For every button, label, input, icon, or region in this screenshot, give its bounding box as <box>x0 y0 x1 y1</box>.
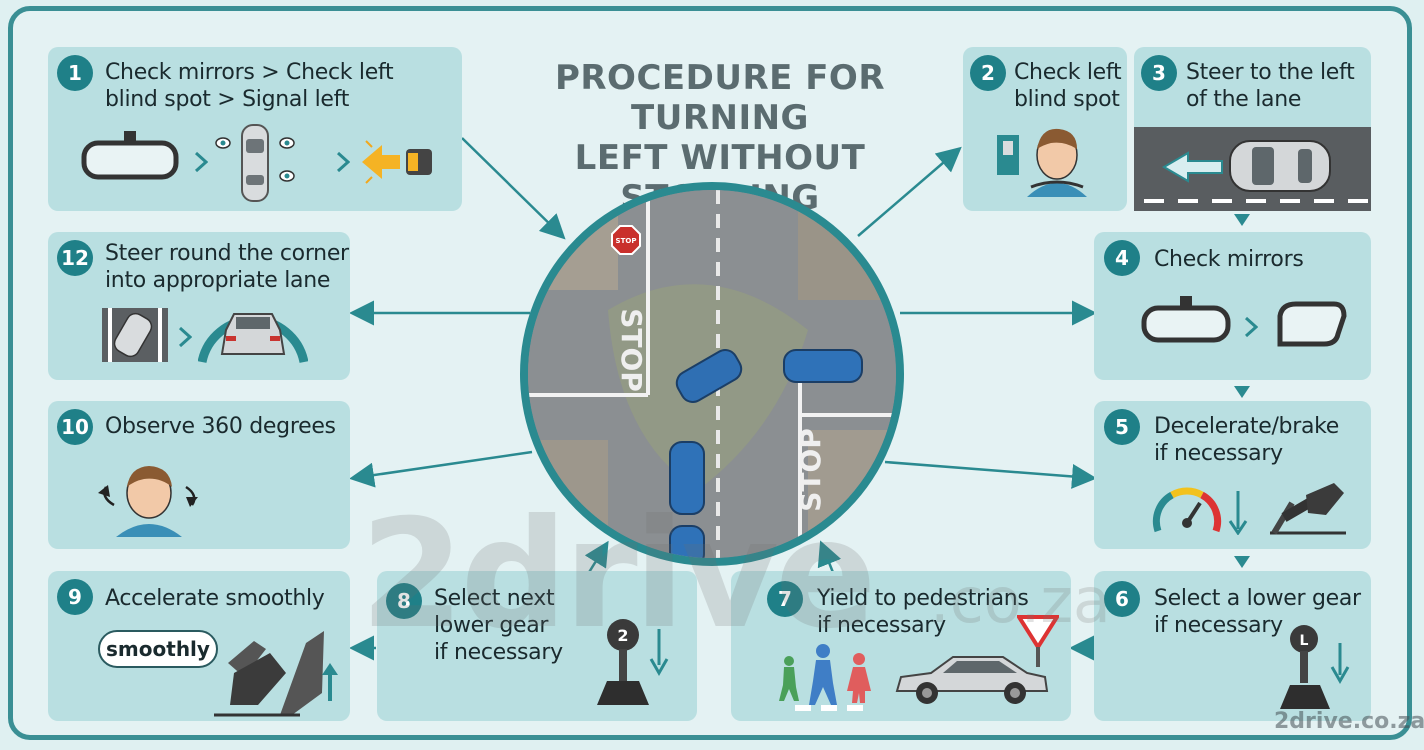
step-4-card: 4 Check mirrors <box>1094 232 1371 380</box>
speedometer-icon <box>1152 487 1222 533</box>
blue-car-queue-2 <box>669 525 705 558</box>
step-5-number: 5 <box>1104 409 1140 445</box>
step-5-line-2: if necessary <box>1154 441 1283 466</box>
step-3-card: 3 Steer to the left of the lane <box>1134 47 1371 211</box>
step-4-label: Check mirrors <box>1154 246 1304 273</box>
step-7-line-2: if necessary <box>817 613 946 638</box>
yield-sign-icon <box>1017 615 1059 667</box>
step-1-line-2: blind spot > Signal left <box>105 87 350 112</box>
step-6-line-1: Select a lower gear <box>1154 586 1361 611</box>
step-1-line-1: Check mirrors > Check left <box>105 60 394 85</box>
blue-car-turning <box>675 349 743 403</box>
pedestrians-icon <box>779 644 871 711</box>
turning-car-icon <box>102 308 168 362</box>
accelerator-pedal-icon <box>214 631 338 717</box>
left-signal-icon <box>362 140 432 184</box>
step-12-line-1: Steer round the corner <box>105 241 349 266</box>
gear-label-l: L <box>1300 633 1309 649</box>
step-2-number: 2 <box>970 55 1006 91</box>
blue-car-queue-1 <box>669 441 705 515</box>
step-4-line-1: Check mirrors <box>1154 247 1304 272</box>
chevron-right-icon <box>194 151 208 173</box>
step-1-label: Check mirrors > Check left blind spot > … <box>105 59 394 113</box>
step-9-number: 9 <box>57 579 93 615</box>
chevron-right-icon <box>178 326 192 348</box>
step-9-label: Accelerate smoothly <box>105 585 325 612</box>
head-rotation-icon <box>98 466 198 537</box>
step-12-line-2: into appropriate lane <box>105 268 331 293</box>
step-2-line-1: Check left <box>1014 60 1122 85</box>
stop-sign-text: STOP <box>616 237 637 245</box>
step-6-card: 6 Select a lower gear if necessary L <box>1094 571 1371 721</box>
step-10-label: Observe 360 degrees <box>105 413 336 440</box>
step-9-line-1: Accelerate smoothly <box>105 586 325 611</box>
step-7-line-1: Yield to pedestrians <box>817 586 1029 611</box>
road-stop-marking-2: STOP <box>794 428 827 512</box>
step-3-label: Steer to the left of the lane <box>1186 59 1355 113</box>
step-6-number: 6 <box>1104 581 1140 617</box>
step-12-card: 12 Steer round the corner into appropria… <box>48 232 350 380</box>
side-mirror-icon <box>1277 301 1347 347</box>
step-7-label: Yield to pedestrians if necessary <box>817 585 1029 639</box>
step-6-label: Select a lower gear if necessary <box>1154 585 1361 639</box>
step-10-number: 10 <box>57 409 93 445</box>
domain-watermark: .co.za <box>930 564 1111 637</box>
car-side-view-icon <box>895 656 1049 704</box>
step-1-card: 1 Check mirrors > Check left blind spot … <box>48 47 462 211</box>
step-6-line-2: if necessary <box>1154 613 1283 638</box>
step-1-number: 1 <box>57 55 93 91</box>
step-3-line-2: of the lane <box>1186 87 1302 112</box>
step-4-number: 4 <box>1104 240 1140 276</box>
down-arrow-icon <box>1228 491 1248 535</box>
step-2-card: 2 Check left blind spot <box>963 47 1127 211</box>
stop-sign-icon <box>611 225 641 255</box>
car-rear-view-icon <box>198 313 308 363</box>
driver-blind-spot-icon <box>997 128 1087 197</box>
rearview-mirror-icon <box>81 131 179 180</box>
step-12-number: 12 <box>57 240 93 276</box>
step-5-card: 5 Decelerate/brake if necessary <box>1094 401 1371 549</box>
chevron-right-icon <box>336 151 350 173</box>
step-8-card: 8 Select next lower gear if necessary 2 <box>377 571 697 721</box>
step-10-line-1: Observe 360 degrees <box>105 414 336 439</box>
road-stop-marking-1: STOP <box>615 308 648 392</box>
smoothly-label: smoothly <box>98 630 218 668</box>
step-8-line-3: if necessary <box>434 640 563 665</box>
step-8-label: Select next lower gear if necessary <box>434 585 563 666</box>
step-8-number: 8 <box>386 583 422 619</box>
step-9-card: 9 Accelerate smoothly smoothly <box>48 571 350 721</box>
rearview-mirror-icon <box>1141 296 1231 343</box>
step-3-number: 3 <box>1141 55 1177 91</box>
lane-steer-icon <box>1134 127 1371 211</box>
title-line-1: PROCEDURE FOR TURNING <box>554 58 886 138</box>
gear-shift-icon: 2 <box>597 619 669 705</box>
brand-watermark: 2drive <box>360 488 877 662</box>
step-7-card: 7 Yield to pedestrians if necessary <box>731 571 1071 721</box>
step-5-label: Decelerate/brake if necessary <box>1154 413 1339 467</box>
blue-car-right <box>783 349 863 383</box>
footer-brand-logo: 2drive.co.za <box>1274 709 1424 734</box>
step-2-label: Check left blind spot <box>1014 59 1122 113</box>
car-top-view-icon <box>215 124 295 202</box>
step-2-line-2: blind spot <box>1014 87 1120 112</box>
step-8-line-1: Select next <box>434 586 555 611</box>
brake-pedal-icon <box>1270 483 1346 535</box>
step-7-number: 7 <box>767 581 803 617</box>
gear-label-2: 2 <box>617 626 628 645</box>
step-8-line-2: lower gear <box>434 613 549 638</box>
step-10-card: 10 Observe 360 degrees <box>48 401 350 549</box>
chevron-right-icon <box>1244 316 1258 338</box>
step-5-line-1: Decelerate/brake <box>1154 414 1340 439</box>
step-12-label: Steer round the corner into appropriate … <box>105 240 349 294</box>
gear-shift-icon: L <box>1280 625 1350 709</box>
step-3-line-1: Steer to the left <box>1186 60 1355 85</box>
